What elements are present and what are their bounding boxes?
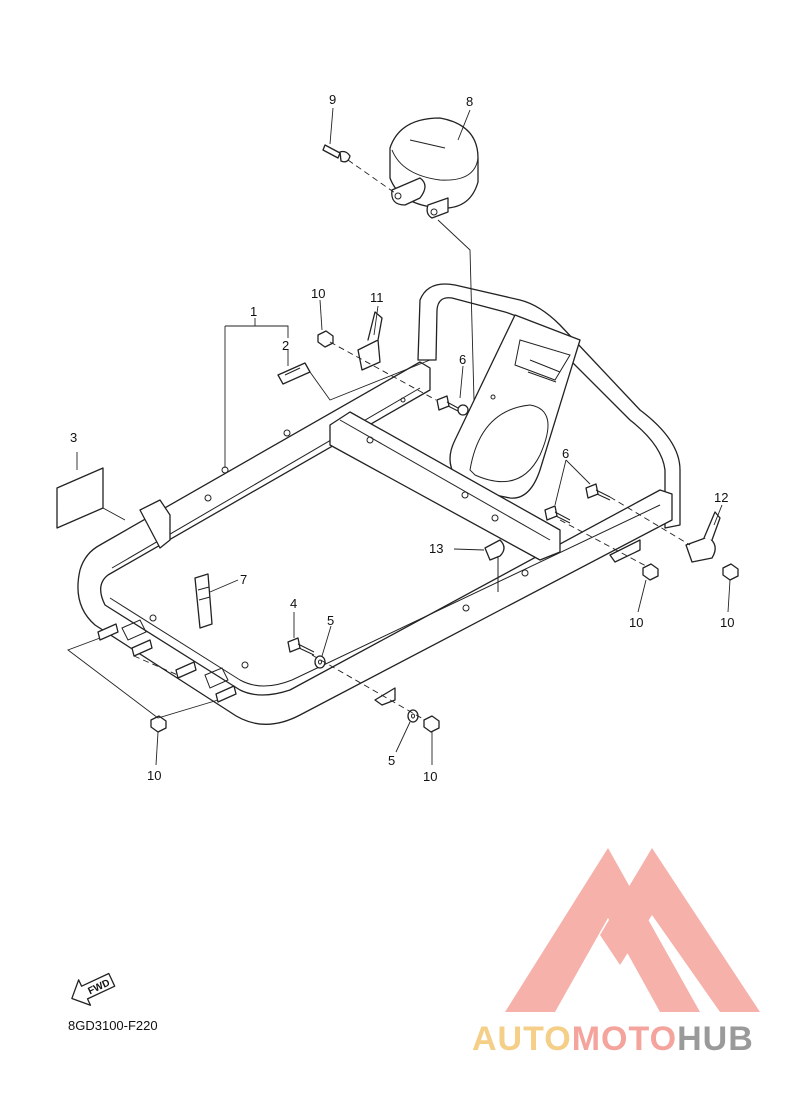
part-7-tie: [194, 573, 213, 629]
frame-assembly: [77, 283, 681, 725]
cross-member: [329, 411, 561, 561]
callout-5a: 5: [327, 613, 334, 628]
fwd-arrow-icon: FWD: [71, 972, 116, 1006]
callout-13: 13: [429, 541, 443, 556]
perimeter-frame: [77, 361, 673, 725]
part-2-bracket: [277, 362, 311, 385]
part-10-nut-top: [317, 330, 334, 348]
watermark-text: AUTOMOTOHUB: [472, 1020, 754, 1059]
part-6-bolt-b: [585, 483, 611, 501]
part-8-cover: [389, 117, 479, 219]
part-13-clip: [484, 539, 505, 592]
callout-numbers: 1 2 3 4 5 5 6 6 7 8 9 10 10 10 10 10 11 …: [70, 92, 734, 784]
callout-5b: 5: [388, 753, 395, 768]
fwd-label: FWD: [86, 978, 111, 998]
callout-12: 12: [714, 490, 728, 505]
front-studs: [97, 623, 237, 703]
callout-2: 2: [282, 338, 289, 353]
part-10-nut-right: [722, 563, 739, 581]
callout-10a: 10: [311, 286, 325, 301]
callout-4: 4: [290, 596, 297, 611]
callout-8: 8: [466, 94, 473, 109]
part-5-washer-b: [407, 709, 419, 723]
part-4-bolt: [287, 637, 315, 656]
seat-plate: [449, 314, 581, 499]
part-10-nut-bc: [423, 715, 440, 733]
part-12-clip: [685, 511, 721, 563]
part-6-bolt-a: [436, 395, 459, 412]
watermark-hub: HUB: [677, 1020, 754, 1058]
watermark-logo: [505, 848, 760, 1012]
nuts-washers: [150, 330, 739, 733]
part-10-nut-bl: [150, 715, 167, 733]
callout-7: 7: [240, 572, 247, 587]
callout-10c: 10: [720, 615, 734, 630]
watermark-moto: MOTO: [571, 1020, 678, 1058]
watermark-auto: AUTO: [472, 1020, 572, 1058]
part-3-label: [56, 467, 104, 529]
callout-1: 1: [250, 304, 257, 319]
part-6-bolt-c: [544, 505, 571, 524]
callout-10b: 10: [629, 615, 643, 630]
diagram-part-code: 8GD3100-F220: [68, 1018, 158, 1033]
leader-lines: [67, 107, 731, 766]
part-11-clip: [357, 311, 383, 371]
callout-6a: 6: [459, 352, 466, 367]
part-10-nut-mid: [642, 563, 659, 581]
callout-3: 3: [70, 430, 77, 445]
callout-11: 11: [370, 290, 384, 305]
bolts: [97, 395, 611, 703]
part-5-washer-a: [314, 655, 326, 669]
callout-10e: 10: [423, 769, 437, 784]
callout-10d: 10: [147, 768, 161, 783]
part-9-rivet: [322, 144, 351, 163]
callout-9: 9: [329, 92, 336, 107]
callout-6b: 6: [562, 446, 569, 461]
